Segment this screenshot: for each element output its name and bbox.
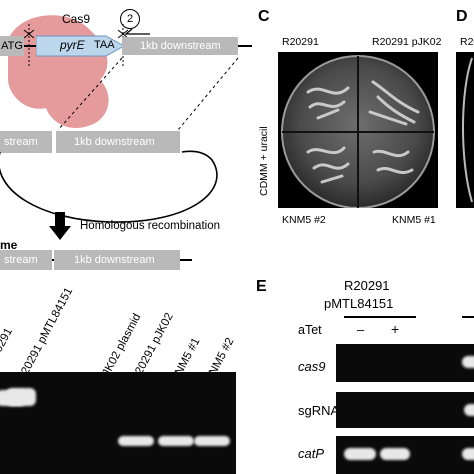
plasmid-label: pMTL84151 — [324, 296, 394, 311]
plate-label-side: CDMM + uracil — [258, 126, 270, 196]
upstream-box-mid: stream — [0, 131, 52, 153]
gel-band — [462, 356, 474, 368]
downstream-bottom-label: 1kb downstream — [74, 254, 155, 266]
gel-band — [118, 436, 154, 446]
row-label-cas9: cas9 — [298, 359, 326, 374]
plate-label-bottom-left: KNM5 #2 — [282, 214, 326, 226]
plus-sign: + — [391, 321, 400, 337]
strain-underline — [344, 316, 416, 318]
atg-label: ATG — [1, 40, 23, 52]
downstream-top-label: 1kb downstream — [140, 40, 221, 52]
gel-band — [464, 404, 474, 416]
atg-box: ATG — [0, 36, 24, 56]
petri-dish — [281, 55, 435, 209]
down-arrow-icon — [49, 212, 71, 240]
gel-band — [344, 448, 376, 460]
upstream-mid-label: stream — [4, 136, 38, 148]
pyre-label: pyrE — [60, 38, 85, 52]
gel-strip-catp — [336, 436, 474, 474]
gel-band — [158, 436, 194, 446]
panel-letter-d: D — [456, 8, 468, 25]
panel-d-label-fragment: R20 — [460, 36, 474, 48]
plate-label-top-left: R20291 — [282, 36, 319, 48]
strain-underline-2 — [462, 316, 474, 318]
plate-label-bottom-right: KNM5 #1 — [392, 214, 436, 226]
gel-strip-cas9 — [336, 344, 474, 382]
genome-label-fragment: me — [0, 238, 18, 252]
panel-letter-c: C — [258, 8, 270, 25]
primer-arrow-icon — [124, 28, 150, 35]
step-number: 2 — [126, 13, 134, 25]
plate-label-top-right: R20291 pJK02 — [372, 36, 442, 48]
gel-band — [462, 448, 474, 460]
taa-label: TAA — [94, 39, 115, 51]
homologous-recombination-label: Homologous recombination — [80, 220, 220, 232]
row-label-sgrna: sgRNA — [298, 403, 340, 418]
lane-label-1: 20291 — [0, 326, 16, 360]
downstream-mid-label: 1kb downstream — [74, 136, 155, 148]
downstream-box-bottom: 1kb downstream — [54, 250, 180, 270]
gel-image-b — [0, 372, 236, 474]
cas9-label: Cas9 — [62, 12, 91, 26]
scissors-icon — [23, 24, 35, 68]
lane-label-2: R20291 pMTL84151 — [15, 285, 76, 384]
gel-band — [380, 448, 410, 460]
strain-label: R20291 — [344, 278, 390, 293]
step-2-badge: 2 — [120, 9, 140, 29]
panel-d-plate-edge — [456, 52, 474, 208]
atet-label: aTet — [298, 323, 322, 337]
gel-band — [194, 436, 230, 446]
minus-sign: – — [357, 322, 365, 337]
downstream-box-top: 1kb downstream — [122, 37, 238, 55]
plasmid-circle — [0, 150, 218, 223]
pyre-gene-arrow — [36, 35, 126, 57]
upstream-bottom-label: stream — [4, 254, 38, 266]
gel-band — [6, 388, 36, 406]
dashed-guides — [57, 57, 239, 131]
plate-photo — [278, 52, 438, 209]
upstream-box-bottom: stream — [0, 250, 52, 270]
panel-letter-e: E — [256, 278, 267, 295]
gel-strip-sgrna — [336, 392, 474, 428]
downstream-box-mid: 1kb downstream — [56, 131, 180, 153]
row-label-catp: catP — [298, 446, 325, 461]
